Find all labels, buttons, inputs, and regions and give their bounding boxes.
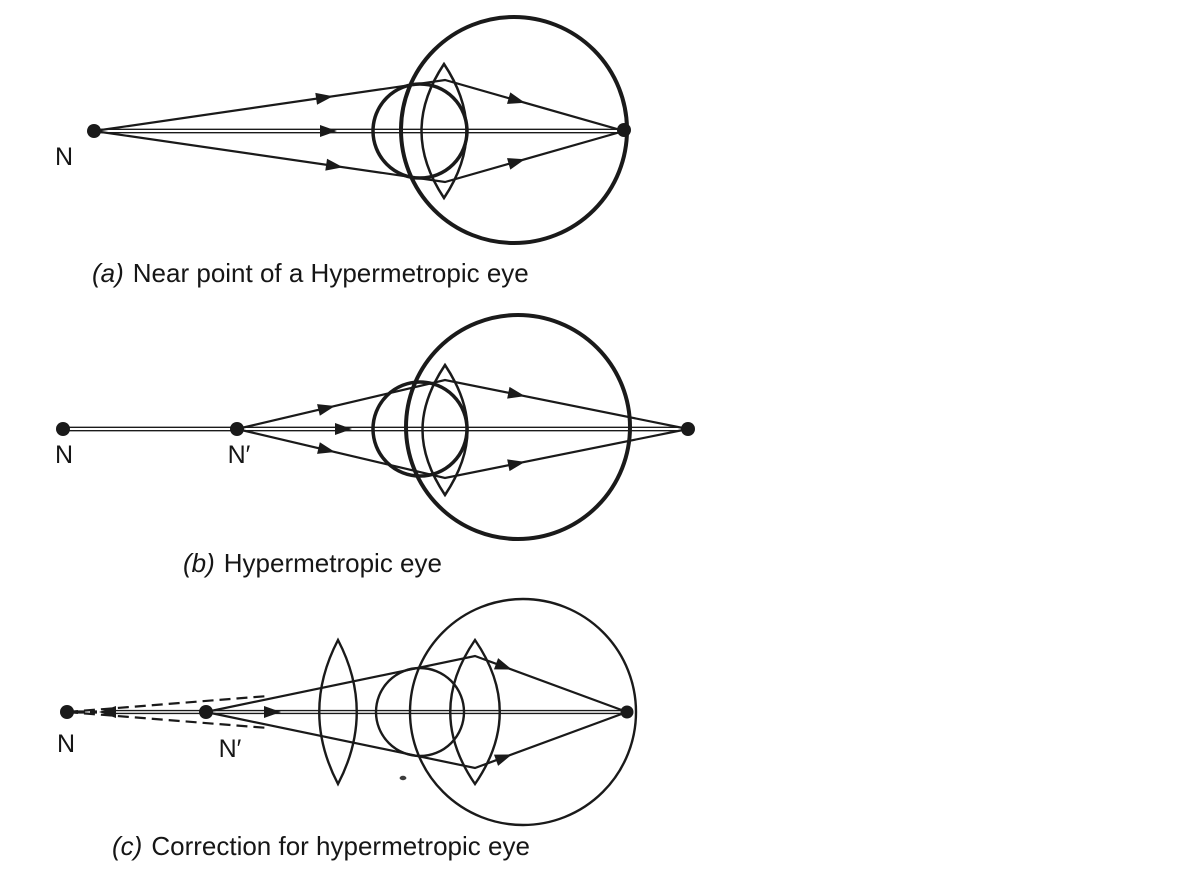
arrowhead-lower-refracted bbox=[493, 754, 512, 766]
near-point-n-dot bbox=[60, 705, 74, 719]
lower-ray bbox=[205, 710, 628, 770]
lower-ray bbox=[236, 427, 689, 480]
corrective-convex-lens bbox=[318, 637, 358, 787]
focus-behind-retina-dot bbox=[681, 422, 695, 436]
retina-focus-dot bbox=[620, 705, 634, 719]
principal-axis bbox=[94, 128, 624, 134]
dashed-virtual-ray-upper bbox=[66, 694, 269, 714]
upper-ray bbox=[236, 378, 689, 431]
arrowhead-lower-incident bbox=[325, 158, 343, 171]
principal-axis bbox=[112, 709, 627, 715]
principal-axis bbox=[63, 426, 688, 432]
arrowhead-lower-refracted bbox=[507, 459, 525, 472]
eyeball-outline bbox=[408, 597, 638, 827]
cornea-bulge bbox=[371, 380, 469, 478]
caption-c: (c)Correction for hypermetropic eye bbox=[112, 831, 530, 861]
shifted-near-point-n-prime-dot bbox=[199, 705, 213, 719]
dashed-virtual-ray-lower bbox=[66, 710, 269, 730]
eye-lens bbox=[420, 61, 468, 201]
eye-lens bbox=[421, 362, 469, 498]
label-n-prime: N′ bbox=[228, 441, 251, 469]
near-point-n-dot bbox=[87, 124, 101, 138]
retina-focus-dot bbox=[617, 123, 631, 137]
figure-b-hypermetropic-eye: N N′ (b)Hypermetropic eye bbox=[55, 313, 695, 578]
label-n: N bbox=[55, 441, 73, 469]
eye-lens bbox=[449, 637, 501, 787]
caption-a: (a)Near point of a Hypermetropic eye bbox=[92, 258, 529, 288]
arrowhead-upper-incident bbox=[315, 92, 333, 105]
arrowhead-lower-refracted bbox=[507, 158, 525, 170]
figure-c-correction-hypermetropic-eye: N N′ (c)Correction for hypermetropic eye bbox=[57, 597, 638, 861]
arrowhead-upper-refracted bbox=[507, 92, 525, 104]
near-point-n-dot bbox=[56, 422, 70, 436]
arrowhead-axis bbox=[335, 423, 352, 435]
figure-a-near-point-hypermetropic-eye: N (a)Near point of a Hypermetropic eye bbox=[55, 15, 631, 288]
arrowhead-upper-incident bbox=[317, 404, 335, 416]
print-speck-artifact bbox=[399, 775, 407, 781]
arrowhead-upper-refracted bbox=[493, 658, 512, 670]
arrowhead-axis bbox=[264, 706, 281, 718]
arrowhead-upper-refracted bbox=[507, 386, 525, 399]
upper-ray bbox=[93, 78, 625, 133]
label-n-prime: N′ bbox=[219, 735, 242, 763]
arrowhead-lower-incident bbox=[317, 442, 335, 454]
caption-b: (b)Hypermetropic eye bbox=[183, 548, 442, 578]
cornea-bulge bbox=[371, 82, 469, 180]
upper-ray bbox=[205, 654, 628, 714]
label-n: N bbox=[55, 143, 73, 171]
shifted-near-point-n-prime-dot bbox=[230, 422, 244, 436]
arrowhead-virtual-toward-n bbox=[99, 706, 116, 718]
lower-ray bbox=[93, 129, 625, 184]
label-n: N bbox=[57, 730, 75, 758]
arrowhead-axis bbox=[320, 125, 337, 137]
